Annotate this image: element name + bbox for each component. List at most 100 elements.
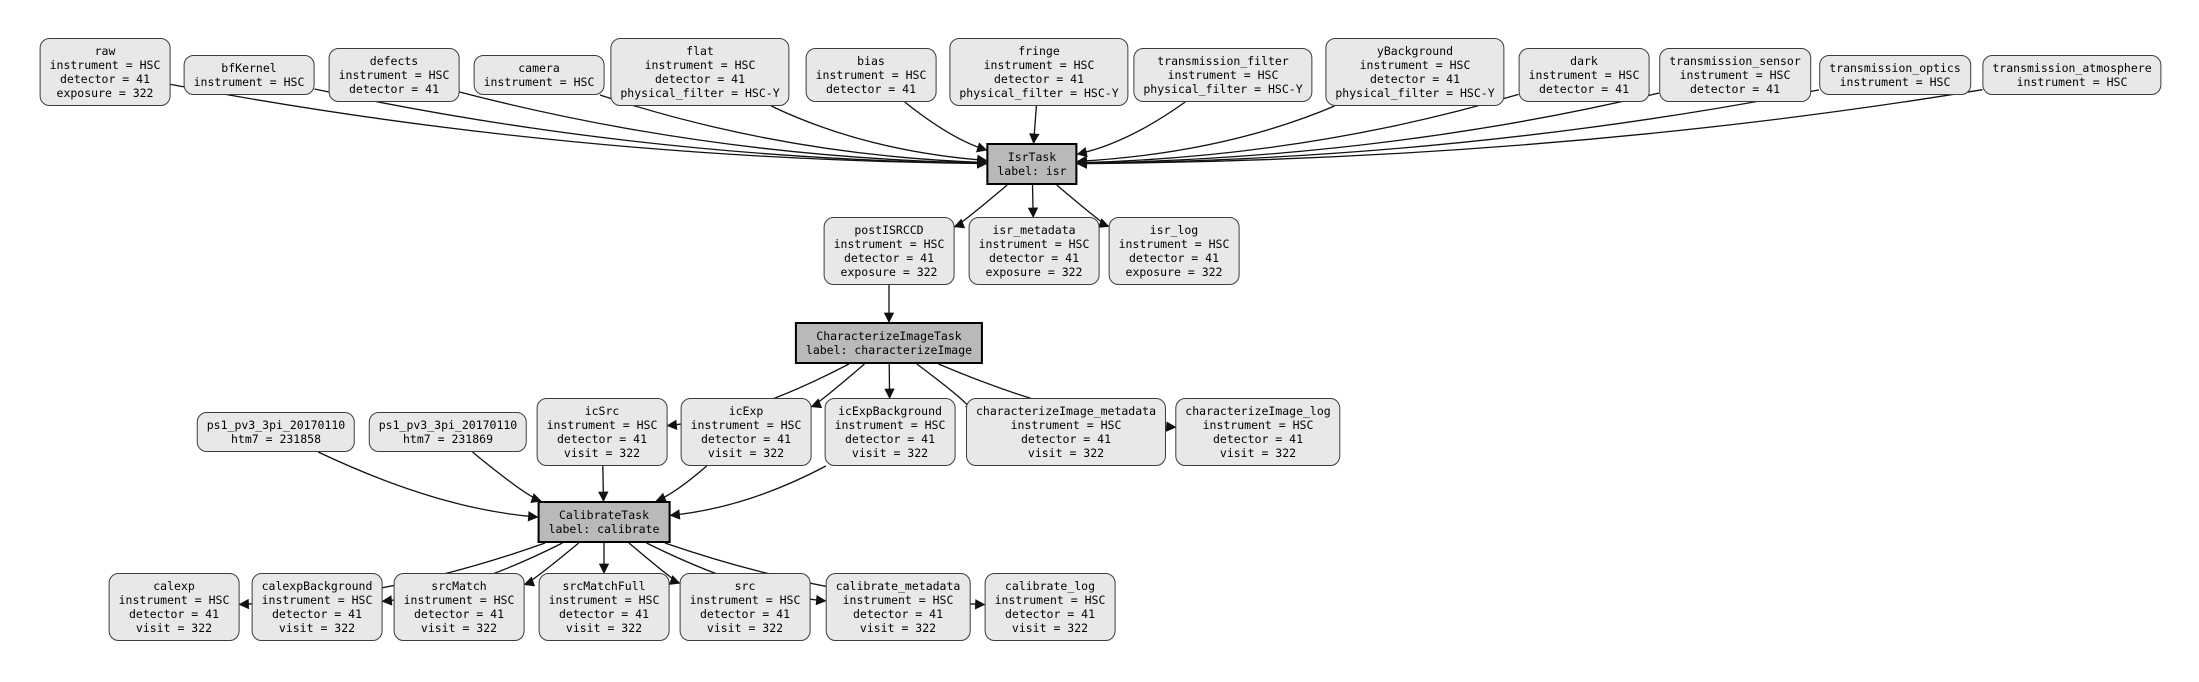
node-attr: detector = 41	[59, 72, 150, 86]
node-attr: detector = 41	[1538, 82, 1629, 96]
node-attr: detector = 41	[556, 432, 647, 446]
node-title: icExp	[728, 404, 764, 418]
node-title: fringe	[1018, 44, 1060, 58]
node-title: raw	[94, 44, 116, 58]
node-title: defects	[369, 54, 419, 68]
edge-ps1_2-calibrate	[471, 451, 542, 503]
edge-camera-isr	[599, 94, 988, 168]
node-title: transmission_optics	[1829, 61, 1961, 75]
node-title: IsrTask	[1007, 150, 1057, 164]
node-attr: visit = 322	[851, 446, 929, 460]
node-attr: label: characterizeImage	[805, 343, 973, 357]
node-title: srcMatch	[431, 579, 487, 593]
node-attr: instrument = HSC	[1202, 418, 1314, 432]
node-attr: detector = 41	[825, 82, 916, 96]
edge-isr-isr_log	[1056, 184, 1110, 228]
node-attr: visit = 322	[135, 621, 213, 635]
node-attr: physical_filter = HSC-Y	[620, 86, 780, 100]
node-title: ps1_pv3_3pi_20170110	[378, 418, 518, 432]
node-attr: instrument = HSC	[1118, 237, 1230, 251]
node-attr: detector = 41	[700, 432, 791, 446]
node-attr: instrument = HSC	[833, 237, 945, 251]
node-title: dark	[1570, 54, 1598, 68]
node-attr: instrument = HSC	[118, 593, 230, 607]
edge-calibrate-srcMatch	[523, 542, 580, 587]
node-attr: instrument = HSC	[1359, 58, 1471, 72]
node-title: postISRCCD	[854, 223, 924, 237]
edge-transmission_optics-isr	[1076, 89, 1820, 169]
node-attr: instrument = HSC	[1528, 68, 1640, 82]
node-attr: physical_filter = HSC-Y	[1335, 86, 1495, 100]
node-attr: instrument = HSC	[689, 593, 801, 607]
node-attr: instrument = HSC	[1839, 75, 1951, 89]
edge-transmission_sensor-isr	[1076, 92, 1660, 169]
node-attr: instrument = HSC	[546, 418, 658, 432]
node-attr: detector = 41	[128, 607, 219, 621]
node-attr: detector = 41	[844, 432, 935, 446]
node-attr: detector = 41	[852, 607, 943, 621]
node-attr: detector = 41	[348, 82, 439, 96]
node-title: srcMatchFull	[562, 579, 646, 593]
edge-defects-isr	[459, 91, 988, 169]
node-title: transmission_atmosphere	[1992, 61, 2152, 75]
node-attr: visit = 322	[278, 621, 356, 635]
node-title: ps1_pv3_3pi_20170110	[206, 418, 346, 432]
node-title: bias	[857, 54, 885, 68]
node-attr: label: isr	[997, 164, 1067, 178]
edge-calibrate-src	[628, 542, 681, 585]
node-attr: instrument = HSC	[690, 418, 802, 432]
edge-flat-isr	[770, 105, 988, 165]
edge-icExp-calibrate	[655, 465, 708, 503]
node-attr: instrument = HSC	[815, 68, 927, 82]
node-title: src	[734, 579, 756, 593]
node-title: CalibrateTask	[558, 508, 649, 522]
node-attr: visit = 322	[1011, 621, 1089, 635]
node-attr: exposure = 322	[840, 265, 938, 279]
node-attr: instrument = HSC	[834, 418, 946, 432]
node-attr: instrument = HSC	[978, 237, 1090, 251]
node-attr: instrument = HSC	[261, 593, 373, 607]
node-attr: instrument = HSC	[1679, 68, 1791, 82]
node-attr: instrument = HSC	[338, 68, 450, 82]
edge-bfKernel-isr	[314, 88, 988, 169]
node-attr: detector = 41	[413, 607, 504, 621]
node-attr: detector = 41	[1128, 251, 1219, 265]
node-title: flat	[686, 44, 714, 58]
node-title: icExpBackground	[838, 404, 942, 418]
node-title: calexpBackground	[261, 579, 373, 593]
node-title: icSrc	[584, 404, 620, 418]
node-attr: instrument = HSC	[644, 58, 756, 72]
node-title: isr_metadata	[992, 223, 1076, 237]
node-attr: exposure = 322	[56, 86, 154, 100]
node-attr: detector = 41	[1689, 82, 1780, 96]
edge-icExpBackground-calibrate	[669, 465, 827, 520]
node-attr: visit = 322	[565, 621, 643, 635]
node-title: CharacterizeImageTask	[816, 329, 962, 343]
node-attr: htm7 = 231869	[402, 432, 494, 446]
node-title: transmission_filter	[1157, 54, 1289, 68]
node-attr: detector = 41	[699, 607, 790, 621]
node-attr: instrument = HSC	[842, 593, 954, 607]
node-attr: detector = 41	[1004, 607, 1095, 621]
node-title: transmission_sensor	[1669, 54, 1801, 68]
edge-transmission_atmosphere-isr	[1076, 89, 1983, 169]
node-attr: exposure = 322	[985, 265, 1083, 279]
